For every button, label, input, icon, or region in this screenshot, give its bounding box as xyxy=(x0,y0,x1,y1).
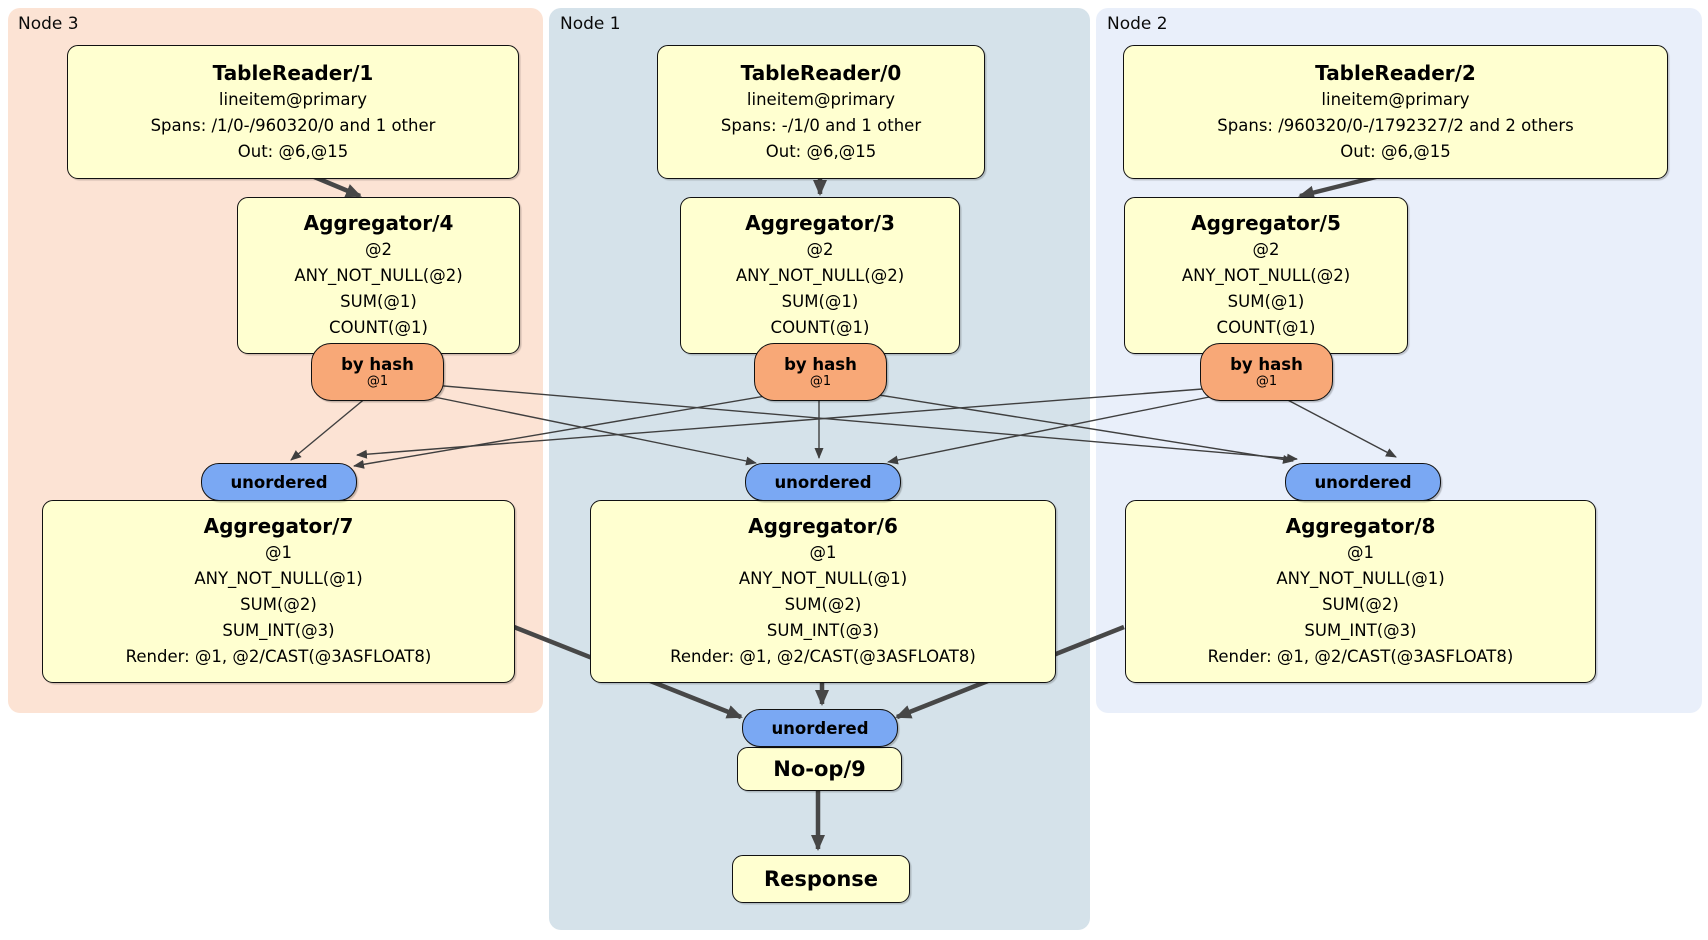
box-line: ANY_NOT_NULL(@1) xyxy=(194,569,363,588)
box-line: SUM(@2) xyxy=(784,595,862,614)
unordered-label: unordered xyxy=(1314,472,1412,492)
box-line: SUM_INT(@3) xyxy=(1304,621,1417,640)
box-line: @2 xyxy=(365,240,392,259)
box-title: TableReader/0 xyxy=(740,60,902,85)
box-line: ANY_NOT_NULL(@2) xyxy=(735,266,905,285)
aggregator-4-box: Aggregator/4 @2 ANY_NOT_NULL(@2) SUM(@1)… xyxy=(237,197,520,354)
box-line: ANY_NOT_NULL(@1) xyxy=(1276,569,1445,588)
box-line: @2 xyxy=(806,240,834,259)
box-title: Aggregator/5 xyxy=(1191,211,1341,235)
aggregator-6-box: Aggregator/6 @1 ANY_NOT_NULL(@1) SUM(@2)… xyxy=(590,500,1056,683)
box-line: Spans: -/1/0 and 1 other xyxy=(720,115,922,135)
box-line: SUM(@2) xyxy=(240,595,317,614)
box-title: Aggregator/4 xyxy=(303,211,454,235)
box-line: @1 xyxy=(1347,543,1374,562)
by-hash-router-node3: by hash @1 xyxy=(311,343,444,401)
unordered-stream-final: unordered xyxy=(742,709,898,747)
box-line: @2 xyxy=(1252,240,1280,259)
node-2-label: Node 2 xyxy=(1107,14,1168,34)
box-title: Aggregator/3 xyxy=(745,211,895,235)
box-line: Render: @1, @2/CAST(@3ASFLOAT8) xyxy=(1207,647,1514,666)
box-title: Aggregator/8 xyxy=(1285,514,1436,538)
unordered-label: unordered xyxy=(230,472,328,492)
box-line: @1 xyxy=(809,543,837,562)
tablereader-0-box: TableReader/0 lineitem@primary Spans: -/… xyxy=(657,45,985,179)
box-line: SUM(@2) xyxy=(1322,595,1399,614)
box-title: Aggregator/6 xyxy=(748,514,898,538)
box-line: Render: @1, @2/CAST(@3ASFLOAT8) xyxy=(670,647,976,666)
box-line: lineitem@primary xyxy=(746,89,896,109)
by-hash-label: by hash xyxy=(341,355,414,374)
aggregator-8-box: Aggregator/8 @1 ANY_NOT_NULL(@1) SUM(@2)… xyxy=(1125,500,1596,683)
unordered-label: unordered xyxy=(774,472,872,492)
box-line: @1 xyxy=(265,543,292,562)
box-title: TableReader/1 xyxy=(212,60,374,85)
unordered-label: unordered xyxy=(771,718,869,738)
by-hash-label: by hash xyxy=(1230,355,1303,374)
box-line: COUNT(@1) xyxy=(770,318,870,337)
box-title: TableReader/2 xyxy=(1315,60,1476,85)
box-line: ANY_NOT_NULL(@2) xyxy=(1181,266,1351,285)
box-line: Spans: /1/0-/960320/0 and 1 other xyxy=(150,115,436,135)
unordered-stream-node2: unordered xyxy=(1285,463,1441,501)
box-line: SUM_INT(@3) xyxy=(222,621,335,640)
box-line: ANY_NOT_NULL(@1) xyxy=(738,569,908,588)
box-line: lineitem@primary xyxy=(218,89,368,109)
box-line: COUNT(@1) xyxy=(1216,318,1316,337)
box-line: Out: @6,@15 xyxy=(237,141,349,161)
node-1-label: Node 1 xyxy=(560,14,621,34)
unordered-stream-node1: unordered xyxy=(745,463,901,501)
aggregator-3-box: Aggregator/3 @2 ANY_NOT_NULL(@2) SUM(@1)… xyxy=(680,197,960,354)
by-hash-router-node2: by hash @1 xyxy=(1200,343,1333,401)
response-box: Response xyxy=(732,855,910,903)
node-3-label: Node 3 xyxy=(18,14,79,34)
box-line: lineitem@primary xyxy=(1321,89,1470,109)
box-line: ANY_NOT_NULL(@2) xyxy=(294,266,463,285)
tablereader-2-box: TableReader/2 lineitem@primary Spans: /9… xyxy=(1123,45,1668,179)
by-hash-column: @1 xyxy=(1255,374,1278,389)
box-line: Spans: /960320/0-/1792327/2 and 2 others xyxy=(1217,115,1574,135)
by-hash-column: @1 xyxy=(809,374,832,389)
box-line: Out: @6,@15 xyxy=(1340,141,1451,161)
box-line: Render: @1, @2/CAST(@3ASFLOAT8) xyxy=(125,647,432,666)
box-line: SUM(@1) xyxy=(781,292,859,311)
by-hash-router-node1: by hash @1 xyxy=(754,343,887,401)
box-line: COUNT(@1) xyxy=(329,318,428,337)
tablereader-1-box: TableReader/1 lineitem@primary Spans: /1… xyxy=(67,45,519,179)
box-title: Aggregator/7 xyxy=(203,514,354,538)
box-line: Out: @6,@15 xyxy=(765,141,877,161)
by-hash-label: by hash xyxy=(784,355,857,374)
aggregator-5-box: Aggregator/5 @2 ANY_NOT_NULL(@2) SUM(@1)… xyxy=(1124,197,1408,354)
box-line: SUM_INT(@3) xyxy=(766,621,880,640)
box-line: SUM(@1) xyxy=(1227,292,1305,311)
box-line: SUM(@1) xyxy=(340,292,417,311)
box-title: No-op/9 xyxy=(773,757,866,781)
aggregator-7-box: Aggregator/7 @1 ANY_NOT_NULL(@1) SUM(@2)… xyxy=(42,500,515,683)
by-hash-column: @1 xyxy=(366,374,389,389)
noop-9-box: No-op/9 xyxy=(737,747,902,791)
unordered-stream-node3: unordered xyxy=(201,463,357,501)
box-title: Response xyxy=(763,867,879,891)
